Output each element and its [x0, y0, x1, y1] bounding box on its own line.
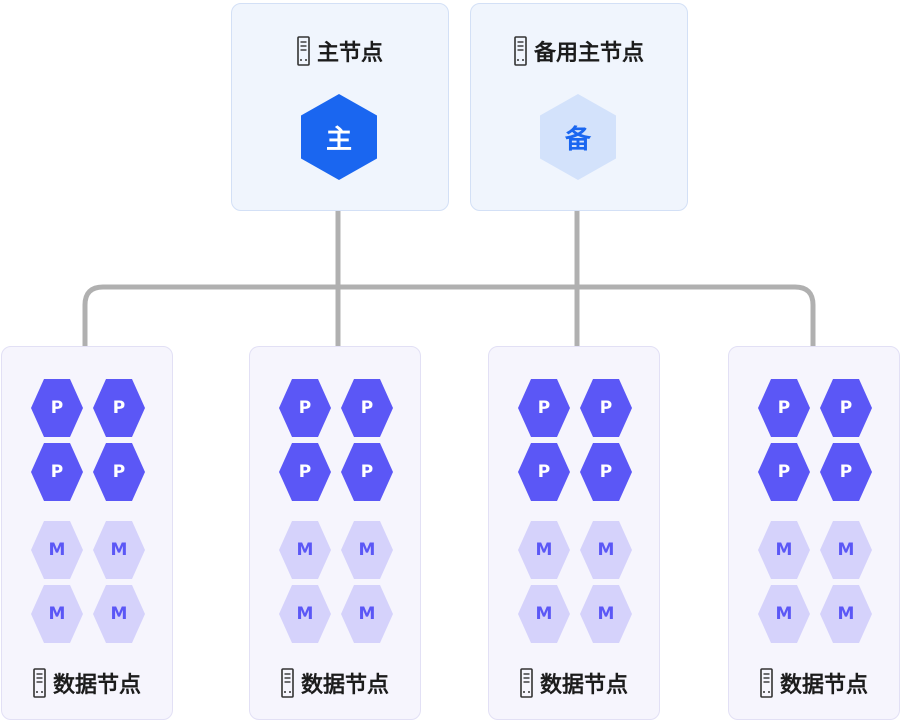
primary-segment: P [31, 443, 83, 501]
primary-node-header: 主节点 [232, 35, 448, 67]
primary-segment: P [518, 379, 570, 437]
mirror-segment: M [820, 585, 872, 643]
server-icon [297, 36, 310, 66]
data-node-title: 数据节点 [779, 673, 868, 698]
primary-segment: P [758, 443, 810, 501]
mirror-segment: M [279, 585, 331, 643]
mirror-segment: M [518, 585, 570, 643]
primary-segment: P [93, 379, 145, 437]
primary-segment: P [341, 443, 393, 501]
mirror-segment: M [31, 585, 83, 643]
standby-node-title: 备用主节点 [533, 41, 644, 66]
primary-segment: P [758, 379, 810, 437]
mirror-segment: M [820, 521, 872, 579]
primary-segment: P [279, 443, 331, 501]
data-node-title: 数据节点 [300, 673, 389, 698]
data-node-title: 数据节点 [52, 673, 141, 698]
standby-node-header: 备用主节点 [471, 35, 687, 67]
data-node-header: 数据节点 [250, 667, 420, 699]
mirror-segment: M [758, 585, 810, 643]
primary-segment: P [580, 443, 632, 501]
server-icon [520, 668, 533, 698]
server-icon [33, 668, 46, 698]
mirror-segment: M [580, 585, 632, 643]
primary-segment: P [580, 379, 632, 437]
data-node-title: 数据节点 [539, 673, 628, 698]
primary-badge: 主 [301, 94, 377, 180]
primary-segment: P [93, 443, 145, 501]
data-node-header: 数据节点 [489, 667, 659, 699]
standby-badge: 备 [540, 94, 616, 180]
bus-line [82, 284, 816, 362]
primary-segment: P [31, 379, 83, 437]
mirror-segment: M [341, 585, 393, 643]
mirror-segment: M [580, 521, 632, 579]
mirror-segment: M [341, 521, 393, 579]
standby-node-card: 备用主节点 备 [470, 3, 688, 211]
primary-node-card: 主节点 主 [231, 3, 449, 211]
server-icon [760, 668, 773, 698]
primary-segment: P [279, 379, 331, 437]
data-node-header: 数据节点 [2, 667, 172, 699]
mirror-segment: M [518, 521, 570, 579]
server-icon [514, 36, 527, 66]
mirror-segment: M [758, 521, 810, 579]
mirror-segment: M [279, 521, 331, 579]
primary-segment: P [518, 443, 570, 501]
primary-segment: P [341, 379, 393, 437]
mirror-segment: M [31, 521, 83, 579]
mirror-segment: M [93, 585, 145, 643]
primary-segment: P [820, 379, 872, 437]
primary-segment: P [820, 443, 872, 501]
primary-node-title: 主节点 [316, 41, 383, 66]
data-node-header: 数据节点 [729, 667, 899, 699]
mirror-segment: M [93, 521, 145, 579]
server-icon [281, 668, 294, 698]
